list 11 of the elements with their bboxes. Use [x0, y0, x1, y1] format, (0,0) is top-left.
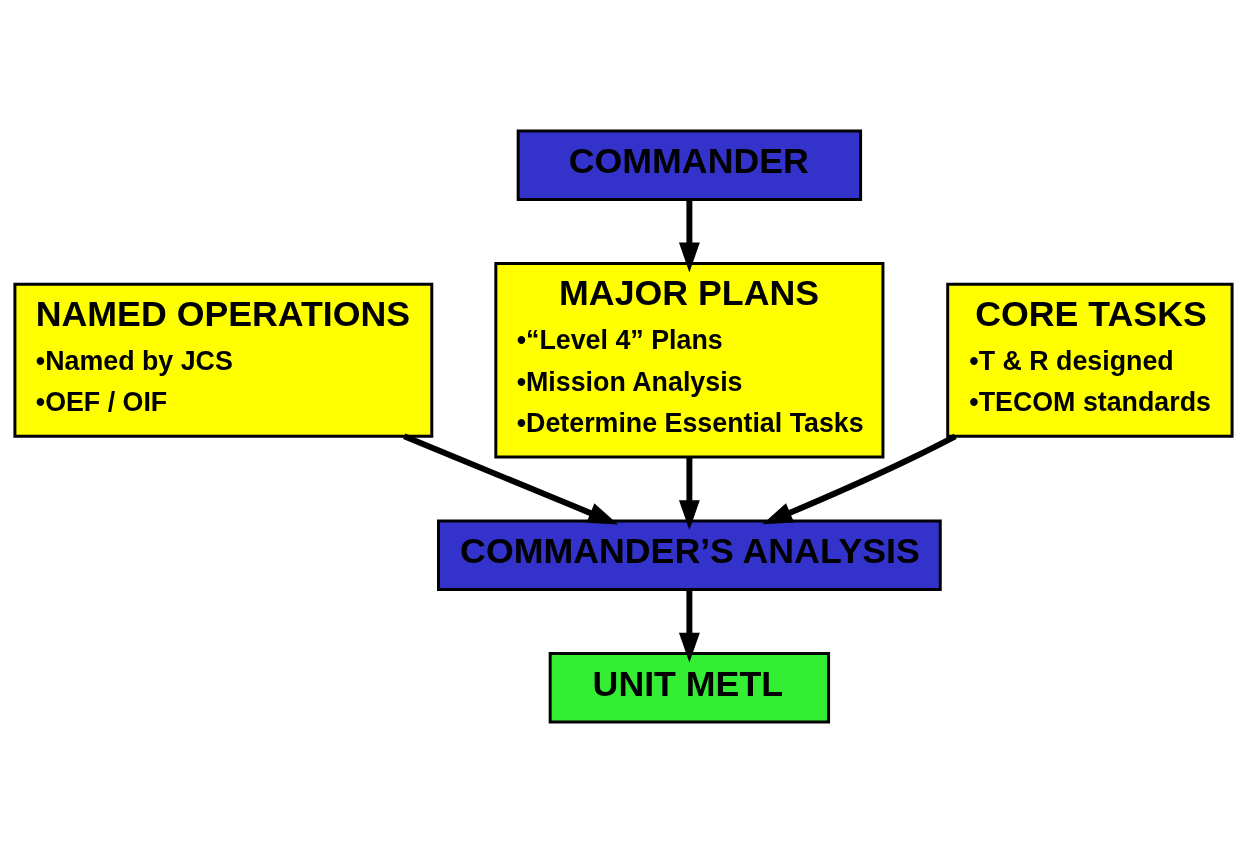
- arrow: [403, 433, 619, 524]
- arrow: [678, 589, 700, 663]
- node-box: NAMED OPERATIONS •Named by JCS •OEF / OIF: [13, 282, 434, 438]
- node-box: COMMANDER: [516, 128, 863, 201]
- arrow: [762, 433, 957, 524]
- node-box: MAJOR PLANS •“Level 4” Plans •Mission Analysis •Determine Essential Tasks: [494, 261, 885, 458]
- node-box: CORE TASKS •T & R designed •TECOM standards: [946, 282, 1234, 438]
- node-box: UNIT METL: [548, 651, 831, 724]
- arrow: [678, 199, 700, 272]
- arrow: [678, 456, 700, 530]
- node-box: COMMANDER’S ANALYSIS: [437, 519, 942, 591]
